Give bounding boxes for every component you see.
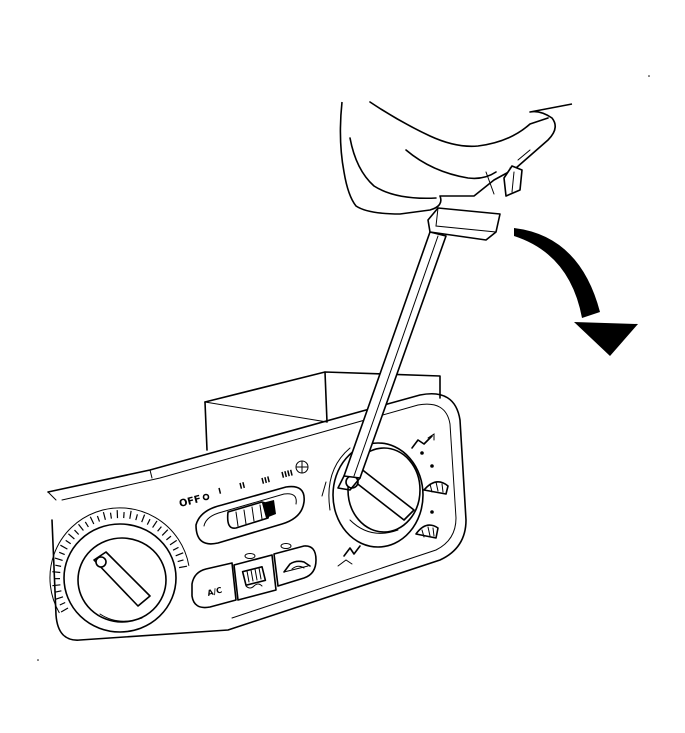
fan-speed-1-label: I — [217, 486, 222, 495]
temperature-scale-tick — [135, 514, 138, 521]
temperature-scale-arc — [49, 507, 190, 614]
temperature-scale-tick — [60, 607, 69, 613]
defrost-mode-icon — [423, 481, 449, 495]
flat-blade-screwdriver-icon — [337, 207, 501, 491]
temperature-scale-tick — [52, 584, 61, 587]
temperature-scale-tick — [175, 552, 184, 557]
floor-mode-icon — [337, 545, 361, 567]
fan-off-dot — [202, 493, 210, 501]
fan-speed-slider[interactable] — [195, 485, 305, 545]
temperature-knob[interactable] — [49, 507, 190, 633]
temperature-scale-tick — [55, 564, 62, 567]
temperature-scale-tick — [54, 557, 63, 561]
temperature-scale-tick — [141, 514, 146, 523]
rear-defrost-button[interactable] — [233, 554, 277, 601]
temperature-scale-tick — [102, 511, 106, 520]
button-row: A/C — [191, 545, 317, 609]
temperature-scale-tick — [78, 523, 84, 531]
curved-arrow-down-icon — [514, 228, 638, 356]
fan-off-label: OFF — [178, 494, 202, 510]
panel-face-outline — [47, 393, 467, 641]
temperature-scale-tick — [60, 544, 68, 550]
hvac-control-panel: OFF I II III IIII — [47, 371, 467, 641]
temperature-scale-tick — [68, 533, 75, 540]
ac-button-label: A/C — [206, 586, 223, 598]
temperature-scale-tick — [146, 518, 151, 525]
mode-knob[interactable] — [321, 442, 424, 548]
temperature-scale-tick — [55, 596, 64, 600]
temperature-scale-tick — [157, 526, 162, 532]
fan-icon — [295, 460, 309, 474]
temperature-scale-tick — [166, 535, 172, 541]
ac-button[interactable]: A/C — [191, 562, 237, 609]
temperature-scale-tick — [96, 515, 101, 522]
temperature-scale-tick — [52, 571, 61, 574]
fan-speed-3-label: III — [260, 475, 271, 486]
control-housing — [204, 371, 441, 451]
temperature-scale-tick — [178, 565, 188, 569]
hand-icon — [339, 101, 573, 215]
temperature-scale-tick — [161, 529, 169, 536]
rear-window-mode-icon — [415, 524, 439, 539]
temperature-scale-tick — [129, 510, 132, 519]
temperature-scale — [49, 507, 190, 614]
fan-speed-2-label: II — [238, 481, 246, 491]
temperature-scale-tick — [109, 512, 112, 519]
temperature-scale-tick — [152, 520, 158, 528]
temperature-scale-tick — [172, 546, 179, 551]
rear-defrost-icon — [241, 565, 267, 589]
temperature-scale-tick — [58, 551, 65, 556]
temperature-scale-tick — [55, 590, 62, 593]
temperature-scale-tick — [74, 529, 80, 535]
temperature-scale-tick — [59, 601, 66, 606]
face-vent-mode-icon — [411, 433, 435, 455]
temperature-scale-tick — [65, 539, 72, 545]
temperature-scale-tick — [169, 539, 178, 546]
recirculation-icon — [283, 560, 311, 573]
temperature-scale-tick — [89, 516, 95, 525]
fan-speed-4-label: IIII — [280, 468, 294, 480]
temperature-scale-tick — [177, 559, 184, 563]
fan-speed-section: OFF I II III IIII — [178, 460, 309, 559]
temperature-scale-tick — [84, 521, 89, 528]
recirculation-button[interactable] — [273, 545, 317, 587]
